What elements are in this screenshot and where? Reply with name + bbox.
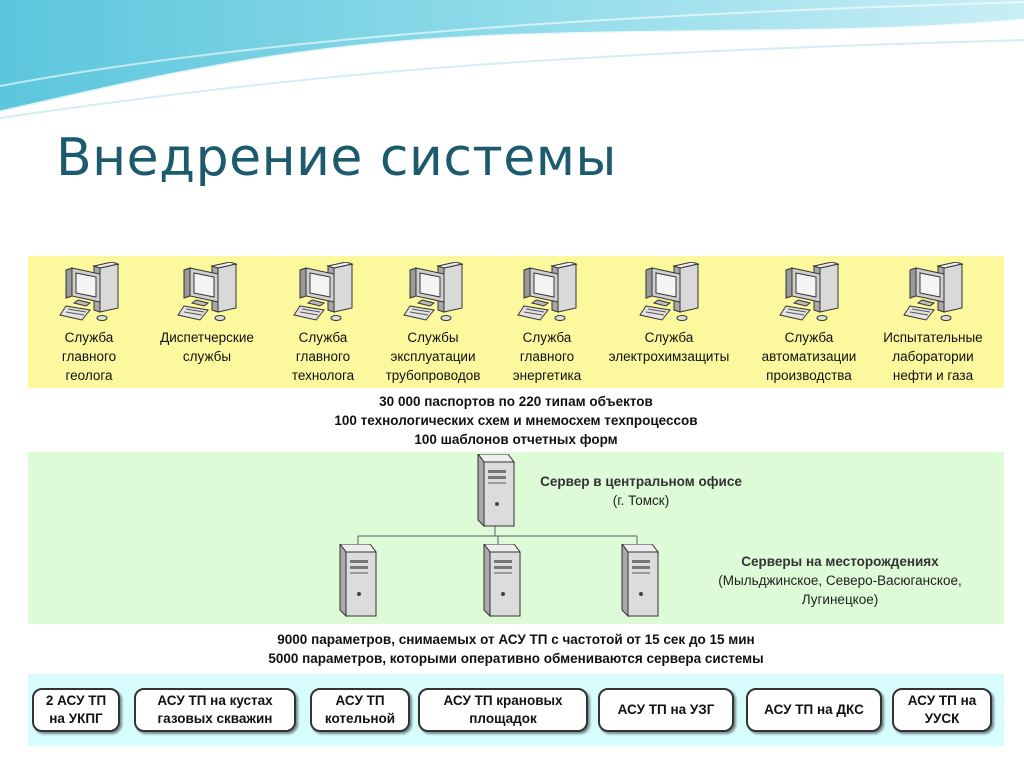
- params-band: [28, 624, 1004, 674]
- stats-band: [28, 388, 1004, 452]
- workstation-label: Служба главного энергетика: [512, 330, 582, 383]
- workstation-label: Службы эксплуатации трубопроводов: [385, 330, 481, 383]
- field-servers-title: Серверы на месторождениях: [741, 554, 939, 569]
- workstation-ecp: Служба электрохимзащиты: [604, 262, 734, 366]
- workstation-label: Испытательные лаборатории нефти и газа: [883, 330, 983, 383]
- workstation-label: Служба главного технолога: [291, 330, 355, 383]
- computer-icon: [517, 262, 577, 321]
- params-text: 9000 параметров, снимаемых от АСУ ТП с ч…: [268, 632, 764, 666]
- computer-icon: [59, 262, 119, 321]
- workstation-dispatch: Диспетчерские службы: [142, 262, 272, 366]
- page-title: Внедрение системы: [56, 128, 617, 188]
- field-servers-note: Серверы на месторождениях (Мыльджинское,…: [690, 552, 990, 609]
- field-server-icon: [326, 544, 377, 617]
- workstation-technologist: Служба главного технолога: [258, 262, 388, 385]
- asu-ukpg: 2 АСУ ТП на УКПГ: [32, 688, 120, 732]
- stats-text: 30 000 паспортов по 220 типам объектов 1…: [334, 394, 698, 447]
- computer-icon: [177, 262, 237, 321]
- asu-gas-wells: АСУ ТП на кустах газовых скважин: [134, 688, 296, 732]
- asu-uzg: АСУ ТП на УЗГ: [598, 688, 734, 732]
- computer-icon: [903, 262, 963, 321]
- computer-icon: [403, 262, 463, 321]
- central-server-title: Сервер в центральном офисе: [540, 474, 742, 489]
- workstation-label: Служба электрохимзащиты: [608, 330, 730, 364]
- computer-icon: [639, 262, 699, 321]
- central-server-note: Сервер в центральном офисе (г. Томск): [526, 472, 756, 510]
- asu-uusk: АСУ ТП на УУСК: [892, 688, 992, 732]
- workstation-label: Служба автоматизации производства: [761, 330, 857, 383]
- asu-dks: АСУ ТП на ДКС: [746, 688, 882, 732]
- header-wave-decoration: [0, 0, 1024, 119]
- field-servers-locations: (Мыльджинское, Северо-Васюганское, Лугин…: [718, 573, 962, 607]
- field-server-icon: [608, 544, 659, 617]
- asu-boiler: АСУ ТП котельной: [310, 688, 410, 732]
- central-server-icon: [464, 454, 515, 527]
- workstation-geologist: Служба главного геолога: [24, 262, 154, 385]
- workstation-automation: Служба автоматизации производства: [744, 262, 874, 385]
- workstation-pipelines: Службы эксплуатации трубопроводов: [368, 262, 498, 385]
- computer-icon: [779, 262, 839, 321]
- field-server-icon: [470, 544, 521, 617]
- asu-crane-sites: АСУ ТП крановых площадок: [418, 688, 588, 732]
- computer-icon: [293, 262, 353, 321]
- workstation-label: Диспетчерские службы: [160, 330, 254, 364]
- workstation-label: Служба главного геолога: [61, 330, 117, 383]
- workstation-laboratory: Испытательные лаборатории нефти и газа: [868, 262, 998, 385]
- central-server-location: (г. Томск): [612, 493, 670, 508]
- workstation-energy: Служба главного энергетика: [482, 262, 612, 385]
